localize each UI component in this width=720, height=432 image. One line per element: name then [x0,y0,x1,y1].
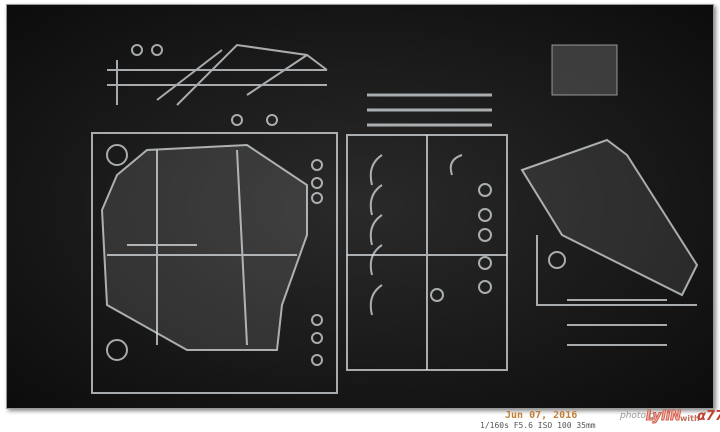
photo-date: Jun 07, 2016 [505,410,578,421]
base-plate-sprue [91,132,338,394]
screw-bag [551,44,618,96]
sprue-parts-illustration [91,43,699,394]
photographer-logo: LyliN [646,409,682,425]
bar-parts [367,93,492,127]
photo-credit: photo by [620,411,660,421]
photo [6,4,714,409]
arm-sprue [107,43,328,126]
exif-info: 1/160s F5.6 ISO 100 35mm [480,421,596,430]
stand-sprue [520,138,699,346]
with-label: with [680,414,700,423]
hand-sprue [346,134,508,371]
camera-model: α77 [697,409,720,424]
